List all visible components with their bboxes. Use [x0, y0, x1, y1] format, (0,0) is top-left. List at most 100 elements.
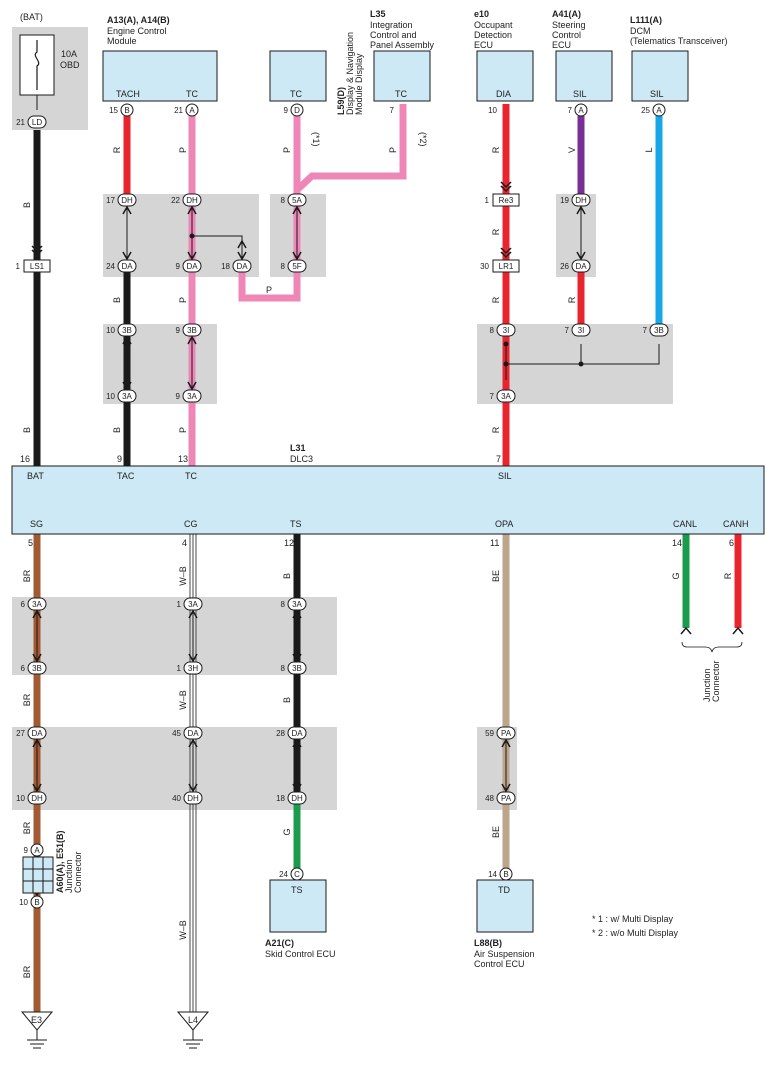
dlc-num-tac: 9 — [117, 454, 122, 464]
pin-number: 8 — [281, 262, 286, 271]
note-1: * 1 : w/ Multi Display — [592, 914, 674, 924]
dlc-pin-canh: CANH — [723, 519, 749, 529]
dlc-name: DLC3 — [290, 454, 313, 464]
splice-dots — [189, 233, 584, 367]
wire-color-label: R — [491, 426, 501, 433]
arrow-up — [32, 738, 42, 748]
svg-text:A: A — [189, 106, 195, 115]
a21-name: Skid Control ECU — [265, 949, 336, 959]
arrow-up — [122, 205, 132, 215]
wire-color-label: P — [178, 147, 188, 153]
svg-text:L4: L4 — [188, 1015, 198, 1025]
connector-A-9: A — [30, 843, 44, 857]
svg-text:1: 1 — [16, 262, 21, 271]
connector-DH-22: DH — [182, 193, 202, 207]
dlc-num-sil: 7 — [496, 454, 501, 464]
l35-name-2: Control and — [370, 30, 417, 40]
wire-color-label: BE — [491, 826, 501, 838]
pin-number: 10 — [488, 106, 497, 115]
arrow-down — [32, 653, 42, 663]
pin-number: 8 — [490, 326, 495, 335]
pin-number: 48 — [485, 794, 494, 803]
double-chevron — [31, 245, 43, 257]
pin-number: 59 — [485, 729, 494, 738]
pin-number: 18 — [276, 794, 285, 803]
connector-3A-7: 3A — [496, 389, 516, 403]
wire-color-label: R — [491, 146, 501, 153]
fuse-box: (BAT) 10A OBD — [19, 12, 80, 110]
svg-text:D: D — [294, 106, 300, 115]
connector-3B-9: 3B — [182, 323, 202, 337]
l111-box — [631, 50, 689, 102]
dlc-pin-tac: TAC — [117, 471, 135, 481]
e10-name-1: Occupant — [474, 20, 513, 30]
arrow-down — [292, 653, 302, 663]
l35-pin-tc: TC — [395, 89, 407, 99]
connector-DA-28: DA — [287, 726, 307, 740]
can-arrow — [732, 626, 744, 635]
a41-box — [555, 50, 613, 102]
ecm-pin-tach: TACH — [116, 89, 140, 99]
arrow-up — [292, 205, 302, 215]
l59-code: L59(D) — [336, 87, 346, 115]
arrow-down — [32, 783, 42, 793]
connector-DA-18: DA — [232, 259, 252, 273]
svg-text:DA: DA — [575, 262, 587, 271]
star-1: (*1) — [311, 132, 321, 147]
wires-top — [33, 104, 663, 466]
connector-A-7: A — [574, 103, 588, 117]
dlc-pin-cg: CG — [184, 519, 198, 529]
pin-number: 10 — [19, 898, 28, 907]
svg-text:DH: DH — [187, 794, 199, 803]
wire-color-label: P — [388, 147, 398, 153]
jc-name-2: Connector — [73, 851, 83, 893]
connector-3B-8: 3B — [287, 661, 307, 675]
pin-number: 9 — [176, 262, 181, 271]
connector-DH-10: DH — [27, 791, 47, 805]
svg-text:3A: 3A — [122, 392, 132, 401]
star-2: (*2) — [418, 132, 428, 147]
pin-number: 15 — [109, 106, 118, 115]
svg-text:3A: 3A — [292, 600, 302, 609]
svg-text:3A: 3A — [188, 600, 198, 609]
a21-box — [269, 879, 327, 933]
wire-color-label: B — [22, 427, 32, 433]
l35-name-1: Integration — [370, 20, 413, 30]
svg-text:PA: PA — [501, 794, 512, 803]
wire-color-label: G — [282, 828, 292, 835]
pin-number: 24 — [279, 870, 288, 879]
svg-text:3B: 3B — [292, 664, 302, 673]
svg-text:LR1: LR1 — [499, 262, 514, 271]
dlc-num-canh: 6 — [729, 538, 734, 548]
connector-3B-6: 3B — [27, 661, 47, 675]
a41-code: A41(A) — [552, 9, 581, 19]
pin-number: 28 — [276, 729, 285, 738]
connector-3A-9: 3A — [182, 389, 202, 403]
svg-text:3A: 3A — [501, 392, 511, 401]
connector-3H-1: 3H — [183, 661, 203, 675]
l35-code: L35 — [370, 9, 386, 19]
svg-text:DH: DH — [291, 794, 303, 803]
wire-color-label: W–B — [178, 690, 188, 710]
a21-code: A21(C) — [265, 938, 294, 948]
l88-box — [476, 879, 534, 933]
arrow-down — [187, 381, 197, 391]
dlc-num-opa: 11 — [490, 538, 499, 548]
bat-label: (BAT) — [20, 12, 43, 22]
e10-pin-dia: DIA — [496, 89, 511, 99]
wire-color-label: P — [178, 297, 188, 303]
dlc-code: L31 — [290, 443, 306, 453]
pin-number: 7 — [390, 106, 395, 115]
dlc-num-cg: 4 — [182, 538, 187, 548]
dlc-pin-canl: CANL — [673, 519, 697, 529]
connector-5F-8: 5F — [287, 259, 307, 273]
arrow-up — [187, 335, 197, 345]
connector-3B-10: 3B — [117, 323, 137, 337]
wire-color-label: B — [112, 297, 122, 303]
svg-text:DA: DA — [121, 262, 133, 271]
svg-text:DH: DH — [121, 196, 133, 205]
svg-text:3I: 3I — [503, 326, 510, 335]
wire-color-label: BR — [22, 965, 32, 978]
l88-pin-td: TD — [498, 885, 510, 895]
